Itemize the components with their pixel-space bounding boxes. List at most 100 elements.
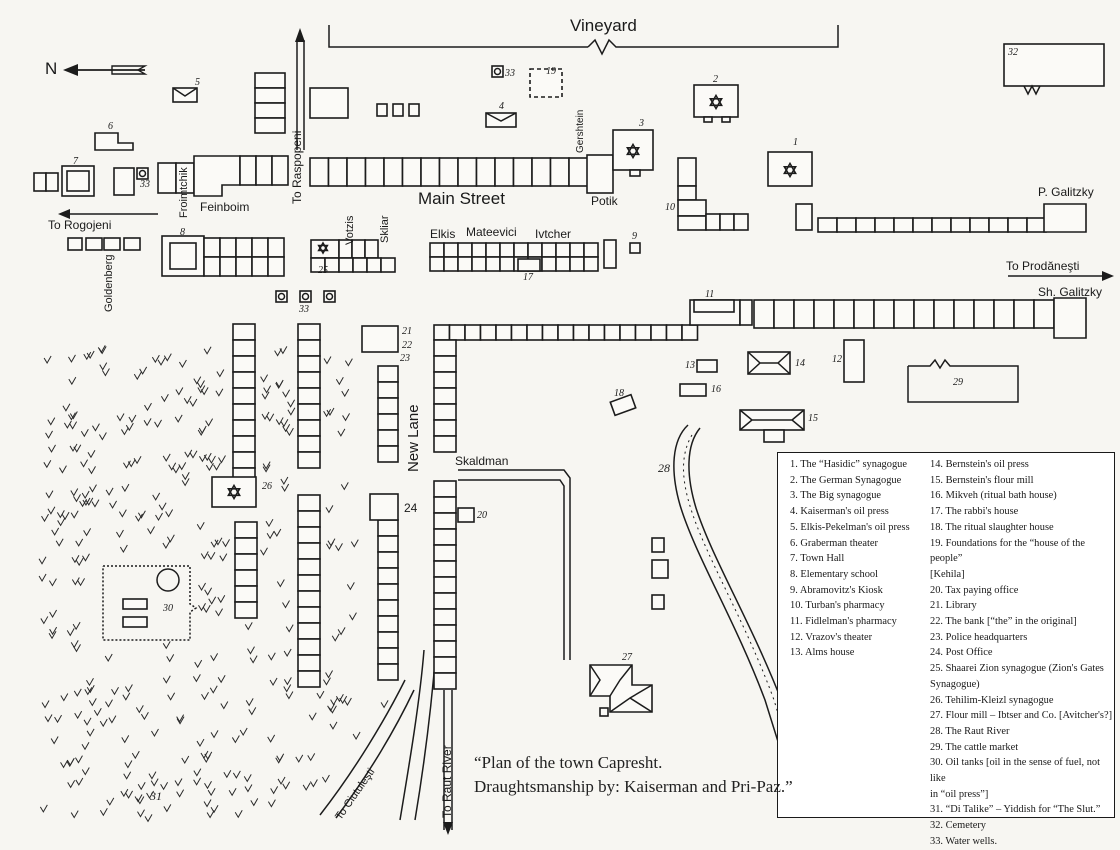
grass-tuft-icon (71, 555, 80, 564)
grass-tuft-icon (260, 374, 269, 383)
building (973, 299, 995, 329)
grass-tuft-icon (239, 727, 248, 736)
num-26: 26 (262, 481, 272, 492)
grass-tuft-icon (247, 646, 255, 655)
grass-tuft-icon (209, 685, 218, 694)
grass-tuft-icon (69, 421, 78, 430)
grass-tuft-icon (165, 509, 174, 518)
grass-tuft-icon (49, 609, 58, 618)
num-12: 12 (832, 354, 842, 365)
grass-tuft-icon (244, 784, 253, 793)
grass-tuft-icon (48, 578, 57, 587)
building (377, 663, 399, 681)
legend-item: [Kehila] (930, 568, 965, 580)
grass-tuft-icon (155, 512, 163, 522)
building (433, 324, 451, 341)
grass-tuft-icon (285, 624, 294, 633)
grass-tuft-icon (282, 781, 291, 790)
arrow-to-rogojeni (58, 209, 158, 219)
label-skliar: Skliar (379, 215, 391, 243)
grass-tuft-icon (282, 389, 291, 398)
legend-item: 7. Town Hall (790, 553, 845, 565)
num-29: 29 (953, 377, 963, 388)
grass-tuft-icon (66, 628, 75, 637)
star-of-david-icon (783, 161, 797, 179)
building (913, 299, 935, 329)
building (555, 242, 571, 258)
north-arrow-icon (63, 64, 148, 76)
grass-tuft-icon (193, 768, 202, 777)
grass-tuft-icon (279, 346, 288, 355)
building (377, 551, 399, 569)
grass-tuft-icon (98, 432, 107, 441)
grass-tuft-icon (70, 640, 79, 649)
grass-tuft-icon (123, 460, 131, 469)
building (813, 299, 835, 329)
grass-tuft-icon (162, 453, 171, 462)
building (232, 355, 256, 373)
label-sh-galitzky: Sh. Galitzky (1038, 285, 1103, 299)
grass-tuft-icon (219, 553, 228, 562)
legend-item: 5. Elkis-Pekelman's oil press (790, 521, 910, 533)
num-32: 32 (1008, 47, 1018, 58)
grass-tuft-icon (45, 430, 53, 439)
label-mateevici: Mateevici (466, 225, 517, 239)
building (681, 324, 699, 341)
building (364, 157, 385, 187)
grass-tuft-icon (194, 659, 203, 669)
building (219, 256, 237, 277)
grass-tuft-icon (124, 760, 133, 769)
grass-tuft-icon (203, 452, 212, 462)
grass-tuft-icon (280, 476, 289, 485)
building (499, 242, 515, 258)
road-skaldman (458, 469, 571, 660)
grass-tuft-icon (73, 644, 81, 653)
legend-item: 19. Foundations for the “house of the pe… (930, 537, 1085, 565)
vineyard-label: Vineyard (570, 16, 637, 35)
legend-item: 6. Graberman theater (790, 537, 878, 549)
building (950, 217, 971, 233)
building (297, 606, 321, 624)
grass-tuft-icon (275, 417, 284, 426)
legend-item: 17. The rabbi's house (930, 506, 1019, 518)
building (471, 256, 487, 272)
num-7: 7 (73, 156, 78, 167)
building (874, 217, 895, 233)
building (793, 299, 815, 329)
grass-tuft-icon (125, 422, 134, 432)
grass-tuft-icon (140, 711, 149, 721)
raut-river (673, 424, 807, 781)
grass-tuft-icon (285, 691, 294, 700)
grass-tuft-icon (287, 407, 296, 416)
legend-item: 11. Fidlelman's pharmacy (790, 616, 897, 628)
grass-tuft-icon (176, 714, 185, 723)
num-8: 8 (180, 227, 185, 238)
grass-tuft-icon (148, 771, 157, 780)
grass-tuft-icon (193, 777, 202, 786)
building (251, 256, 269, 277)
grass-tuft-icon (270, 786, 279, 795)
grass-tuft-icon (244, 622, 253, 631)
building (297, 654, 321, 672)
grass-tuft-icon (68, 354, 76, 363)
building (219, 237, 237, 258)
building (297, 574, 321, 592)
grass-tuft-icon (184, 449, 193, 458)
num-13: 13 (685, 360, 695, 371)
grass-tuft-icon (120, 788, 129, 798)
map-caption: “Plan of the town Capresht. Draughtsmans… (474, 751, 793, 799)
building (739, 299, 753, 326)
grass-tuft-icon (162, 641, 171, 650)
legend-item: 30. Oil tanks [oil in the sense of fuel,… (930, 757, 1100, 785)
building (464, 324, 482, 341)
building (297, 387, 321, 405)
grass-tuft-icon (265, 518, 274, 528)
building (380, 257, 396, 273)
grass-tuft-icon (71, 577, 80, 586)
building (235, 237, 253, 258)
building (377, 519, 399, 537)
grass-tuft-icon (263, 385, 272, 394)
grass-tuft-icon (56, 510, 65, 519)
grass-tuft-icon (210, 805, 219, 814)
building (555, 256, 571, 272)
